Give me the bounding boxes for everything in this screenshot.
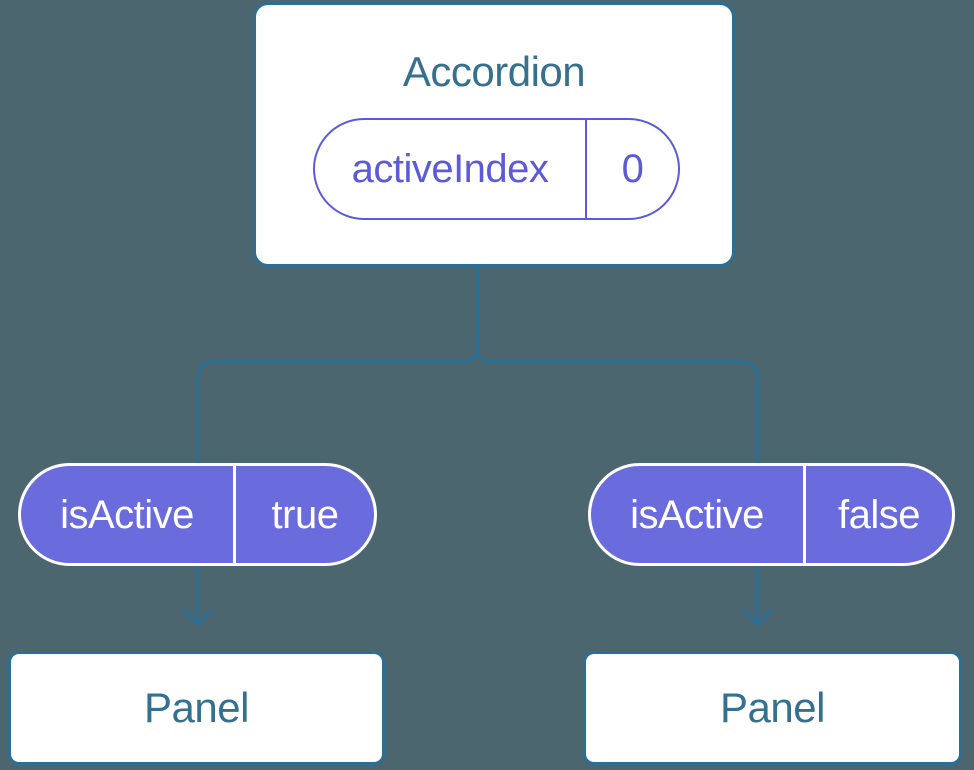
- branch-right-line: [475, 264, 759, 626]
- state-pill-divider: [585, 120, 587, 218]
- prop-pill-divider: [803, 466, 806, 563]
- prop-name: isActive: [60, 492, 194, 537]
- panel-title: Panel: [144, 684, 249, 731]
- state-pill: activeIndex 0: [313, 118, 680, 220]
- prop-pill-right: isActive false: [588, 463, 955, 566]
- branch-left-line: [196, 264, 479, 626]
- prop-pill-divider: [233, 466, 236, 563]
- accordion-card: Accordion activeIndex 0: [253, 2, 735, 267]
- prop-value: true: [271, 492, 339, 537]
- prop-name: isActive: [630, 492, 764, 537]
- panel-title: Panel: [720, 684, 825, 731]
- arrowhead-right-icon: [741, 608, 773, 627]
- panel-card-right: Panel: [583, 651, 962, 765]
- accordion-title: Accordion: [402, 48, 586, 95]
- arrowhead-left-icon: [182, 608, 214, 627]
- prop-value: false: [838, 492, 921, 537]
- state-value: 0: [621, 147, 644, 191]
- panel-card-left: Panel: [8, 651, 385, 765]
- prop-pill-left: isActive true: [18, 463, 377, 566]
- state-name: activeIndex: [351, 147, 549, 191]
